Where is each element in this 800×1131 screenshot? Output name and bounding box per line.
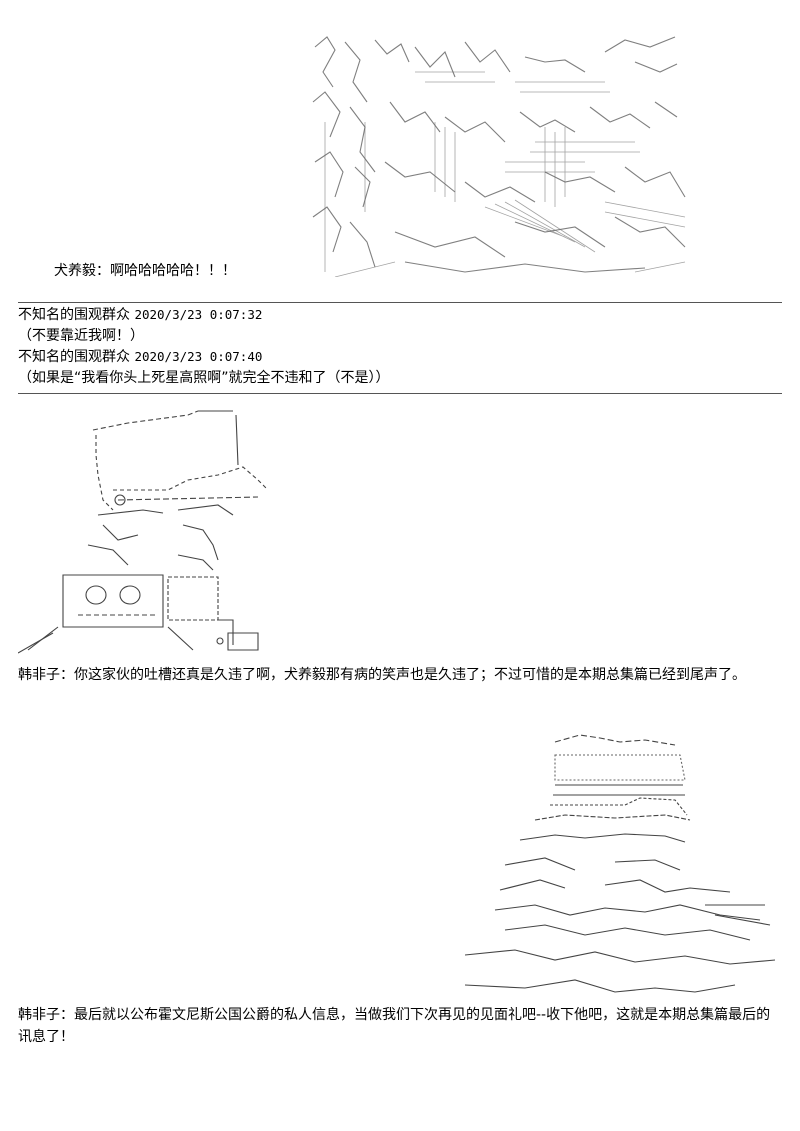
comment-header: 不知名的围观群众 2020/3/23 0:07:32 <box>18 306 262 324</box>
separator-top <box>18 302 782 303</box>
caption-hanfeizi-2: 韩非子：最后就以公布霍文尼斯公国公爵的私人信息，当做我们下次再见的见面礼吧--收… <box>18 1007 771 1045</box>
comment-timestamp: 2020/3/23 0:07:40 <box>134 349 263 364</box>
ascii-art-tophat-character <box>465 730 780 1000</box>
comment-text: （如果是“我看你头上死星高照啊”就完全不违和了（不是）） <box>18 370 390 386</box>
separator-bottom <box>18 393 782 394</box>
comment-text: （不要靠近我啊！） <box>18 328 144 344</box>
comment-header: 不知名的围观群众 2020/3/23 0:07:40 <box>18 348 262 366</box>
comment-author: 不知名的围观群众 <box>18 307 130 323</box>
comment-timestamp: 2020/3/23 0:07:32 <box>134 307 263 322</box>
caption-inukai-laugh: 犬养毅：啊哈哈哈哈哈！！！ <box>54 263 236 279</box>
ascii-art-laughing <box>305 32 690 277</box>
ascii-art-hat-character <box>18 405 288 655</box>
comment-author: 不知名的围观群众 <box>18 349 130 365</box>
caption-hanfeizi-1: 韩非子：你这家伙的吐槽还真是久违了啊，犬养毅那有病的笑声也是久违了；不过可惜的是… <box>18 667 746 683</box>
